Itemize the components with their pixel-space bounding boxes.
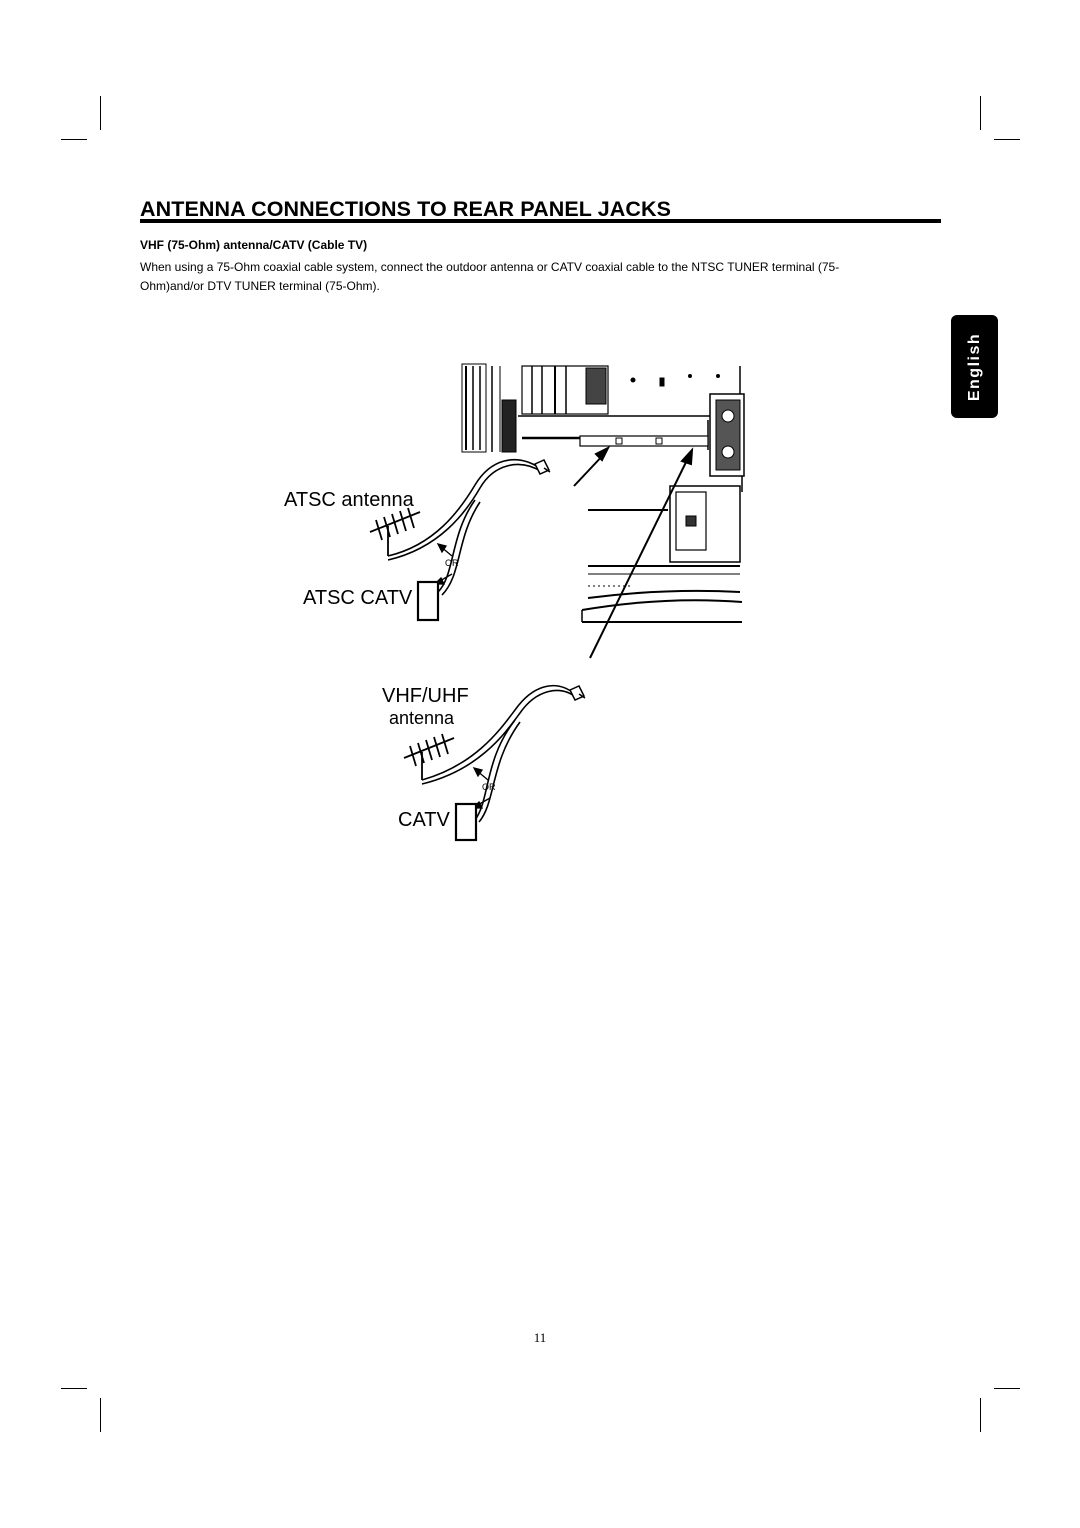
language-tab-label: English [965, 332, 983, 401]
coax-connector [568, 685, 586, 701]
crop-mark [994, 1388, 1020, 1389]
atsc-antenna-label: ATSC antenna [284, 489, 415, 511]
atsc-catv-label: ATSC CATV [303, 587, 413, 609]
crop-mark [980, 96, 981, 130]
crop-mark [994, 139, 1020, 140]
coax-cable [387, 459, 543, 601]
tv-rear-panel [461, 363, 745, 623]
wall-outlet-icon [416, 580, 440, 622]
page-title: ANTENNA CONNECTIONS TO REAR PANEL JACKS [140, 197, 672, 221]
or-label: OR [445, 558, 459, 568]
catv-label: CATV [398, 809, 451, 831]
or-arrows [471, 767, 491, 809]
page-number: 11 [533, 1330, 547, 1345]
antenna-connection-diagram: ATSC antenna OR ATSC CATV VHF/UHF antenn… [284, 363, 745, 842]
pointer-arrows [573, 445, 694, 659]
wall-outlet-icon [454, 802, 478, 842]
crop-mark [61, 1388, 87, 1389]
coax-connector [533, 459, 551, 475]
antenna-icon [403, 733, 455, 780]
antenna-icon [369, 507, 421, 556]
crop-mark [980, 1398, 981, 1432]
title-underline [140, 219, 941, 223]
language-tab: English [951, 315, 998, 418]
crop-mark [100, 1398, 101, 1432]
instruction-text: When using a 75-Ohm coaxial cable system… [140, 260, 840, 293]
section-subheading: VHF (75-Ohm) antenna/CATV (Cable TV) [140, 238, 368, 252]
antenna-label: antenna [389, 708, 455, 728]
crop-mark [100, 96, 101, 130]
crop-mark [61, 139, 87, 140]
or-label: OR [482, 782, 496, 792]
vhf-uhf-label: VHF/UHF [382, 685, 469, 707]
